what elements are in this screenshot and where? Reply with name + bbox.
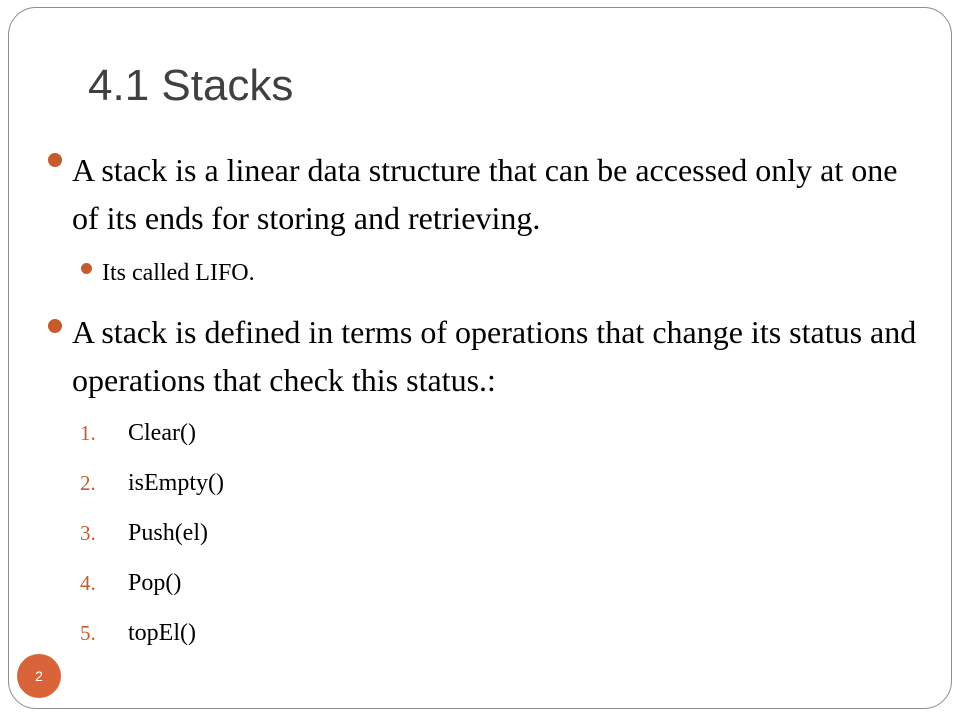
list-text: Clear() — [128, 420, 196, 446]
page-number: 2 — [35, 668, 43, 684]
list-text: Push(el) — [128, 520, 208, 546]
list-number: 3. — [80, 521, 96, 545]
list-number: 1. — [80, 421, 96, 445]
list-number: 4. — [80, 571, 96, 595]
bullet-1-text: A stack is a linear data structure that … — [72, 152, 898, 236]
slide-title: 4.1 Stacks — [88, 61, 294, 110]
slide-frame — [8, 7, 952, 709]
bullet-2-text: A stack is defined in terms of operation… — [72, 314, 917, 398]
bullet-dot-icon — [48, 319, 62, 333]
list-text: topEl() — [128, 620, 196, 646]
list-text: Pop() — [128, 570, 182, 596]
list-text: isEmpty() — [128, 470, 224, 496]
sub-bullet-1-text: Its called LIFO. — [102, 260, 255, 286]
bullet-dot-icon — [48, 153, 62, 167]
list-number: 5. — [80, 621, 96, 645]
sub-bullet-dot-icon — [81, 263, 92, 274]
page-number-badge: 2 — [17, 654, 61, 698]
list-number: 2. — [80, 471, 96, 495]
